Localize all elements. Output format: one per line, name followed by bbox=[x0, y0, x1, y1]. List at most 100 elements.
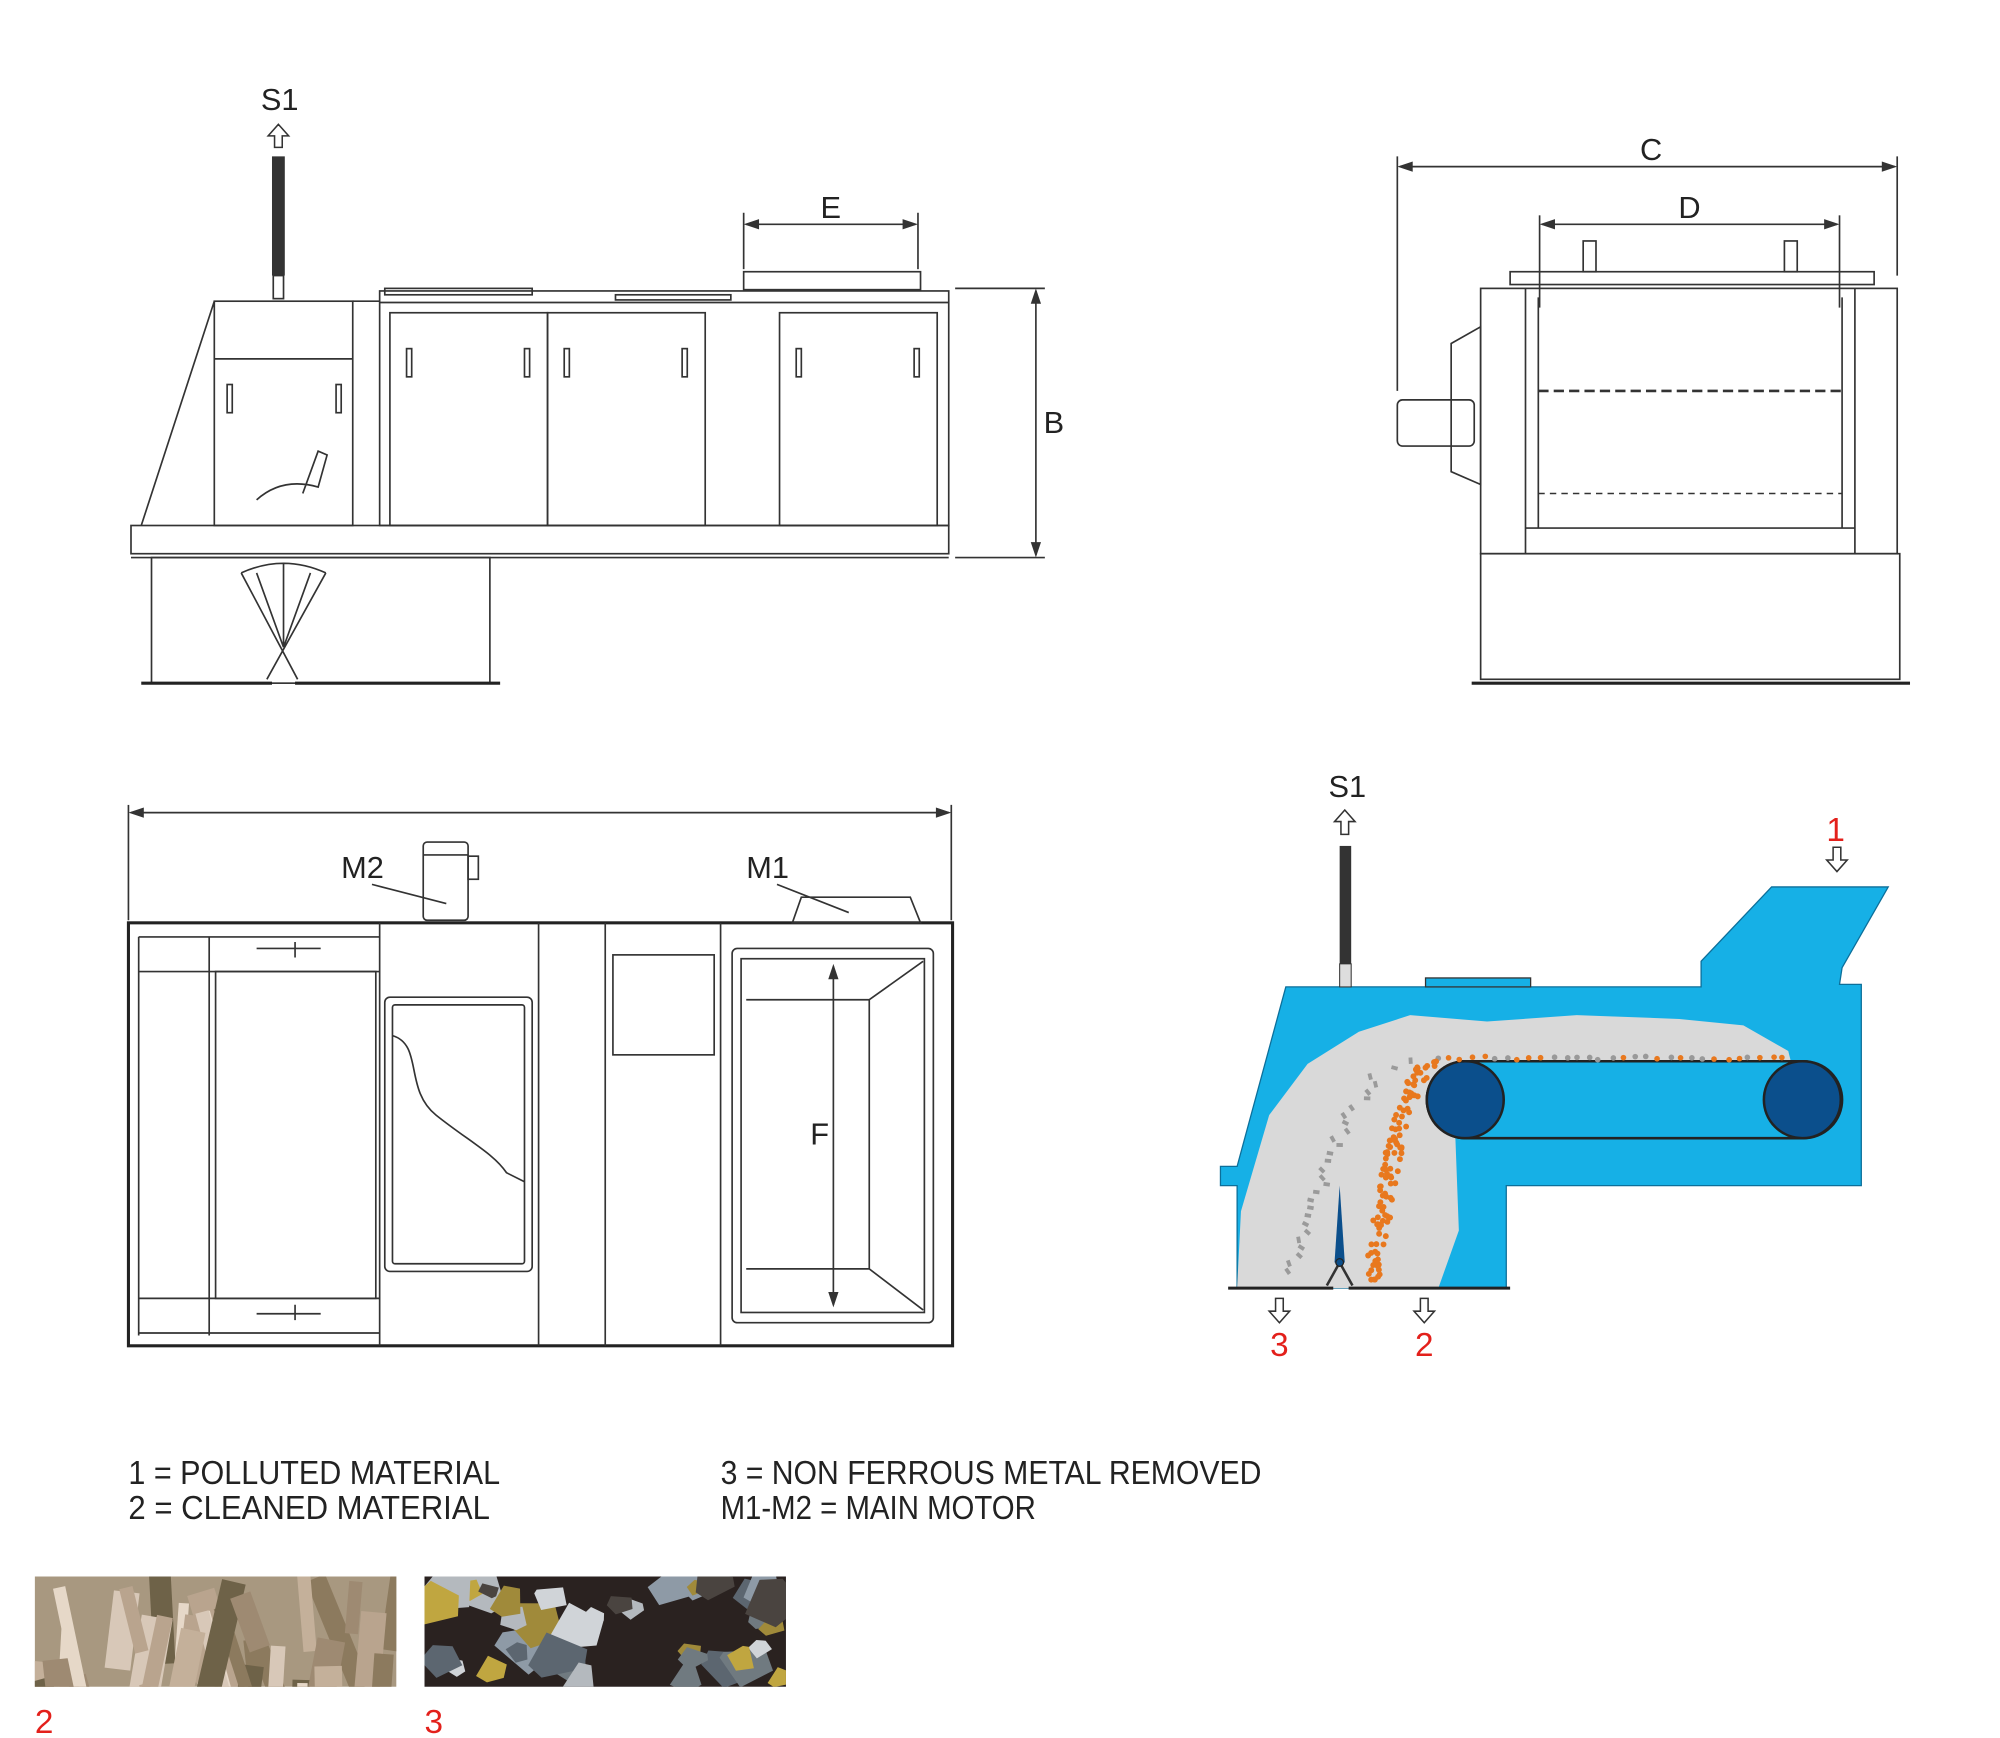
particle bbox=[1491, 1055, 1498, 1062]
metal-particle bbox=[1336, 1143, 1343, 1147]
door-handles bbox=[226, 347, 921, 414]
ferrous-particle bbox=[1385, 1143, 1392, 1149]
metal-particle bbox=[1286, 1259, 1292, 1268]
ferrous-particle bbox=[1396, 1125, 1403, 1132]
particle bbox=[1505, 1055, 1511, 1061]
particle bbox=[1513, 1056, 1520, 1063]
wood-chip bbox=[168, 1627, 206, 1687]
wood-chip bbox=[119, 1585, 149, 1654]
ferrous-particle bbox=[1370, 1217, 1377, 1224]
motor-m2-label: M2 bbox=[341, 850, 384, 885]
legend: 1 = POLLUTED MATERIAL 2 = CLEANED MATERI… bbox=[128, 1455, 1261, 1527]
metal-piece bbox=[748, 1639, 772, 1659]
metal-particle bbox=[1343, 1127, 1351, 1135]
ferrous-particle bbox=[1368, 1241, 1375, 1248]
particle bbox=[1482, 1053, 1489, 1060]
metal-particle bbox=[1329, 1135, 1336, 1143]
ferrous-particle bbox=[1404, 1105, 1411, 1112]
metal-piece bbox=[489, 1585, 521, 1617]
metal-particle bbox=[1341, 1119, 1350, 1126]
ferrous-particle bbox=[1372, 1248, 1379, 1255]
wood-chip bbox=[288, 1679, 310, 1687]
ferrous-particle bbox=[1383, 1193, 1390, 1200]
dimension-f: F bbox=[810, 963, 839, 1308]
door bbox=[778, 311, 939, 527]
metal-piece bbox=[534, 1587, 567, 1610]
ferrous-particle bbox=[1407, 1092, 1414, 1099]
ferrous-particle bbox=[1387, 1214, 1394, 1221]
ferrous-particle bbox=[1393, 1112, 1400, 1118]
ferrous-particle bbox=[1391, 1149, 1398, 1156]
motor-m1 bbox=[791, 896, 922, 924]
particle bbox=[1677, 1054, 1684, 1061]
metal-piece bbox=[727, 1645, 754, 1671]
dimension-e: E bbox=[742, 190, 919, 270]
metal-particle bbox=[1301, 1220, 1310, 1228]
particle bbox=[1642, 1053, 1649, 1060]
wood-chip bbox=[193, 1579, 246, 1687]
ferrous-particle bbox=[1394, 1168, 1401, 1175]
motor bbox=[1396, 399, 1476, 447]
dimension-b: B bbox=[955, 287, 1064, 559]
svg-text:C: C bbox=[1640, 132, 1662, 167]
metal-particle bbox=[1363, 1096, 1371, 1101]
inlet-label: 1 bbox=[1826, 812, 1845, 849]
metal-particle bbox=[1364, 1088, 1372, 1096]
wood-chip bbox=[395, 1683, 397, 1687]
particle bbox=[1456, 1056, 1463, 1063]
motor-cover bbox=[1450, 325, 1482, 486]
dimension-c: C bbox=[1396, 132, 1899, 391]
wood-chip bbox=[344, 1580, 363, 1635]
metal-particle bbox=[1323, 1181, 1331, 1187]
wood-chip bbox=[379, 1576, 397, 1652]
metal-piece bbox=[424, 1580, 459, 1625]
ferrous-particle bbox=[1384, 1149, 1391, 1156]
ferrous-particle bbox=[1392, 1180, 1399, 1187]
metal-piece bbox=[580, 1607, 605, 1626]
dimension-overall-length bbox=[127, 804, 953, 921]
svg-text:F: F bbox=[810, 1117, 829, 1152]
ferrous-particle bbox=[1376, 1203, 1382, 1210]
main-cabinet bbox=[378, 290, 950, 527]
outlet-clean-label: 2 bbox=[1415, 1327, 1434, 1364]
stack-label: S1 bbox=[1329, 769, 1367, 804]
ferrous-particle bbox=[1370, 1262, 1377, 1269]
metal-particle bbox=[1296, 1236, 1302, 1244]
housing bbox=[1479, 287, 1899, 555]
particle bbox=[1771, 1054, 1777, 1060]
stack-label: S1 bbox=[261, 82, 299, 117]
particle bbox=[1744, 1054, 1751, 1061]
metal-particle bbox=[1340, 1111, 1348, 1120]
ferrous-particle bbox=[1387, 1180, 1394, 1187]
ferrous-particle bbox=[1398, 1144, 1405, 1151]
svg-text:E: E bbox=[821, 190, 842, 225]
particle bbox=[1757, 1054, 1763, 1061]
ferrous-particle bbox=[1403, 1123, 1410, 1130]
wood-chip bbox=[53, 1586, 87, 1687]
ferrous-particle bbox=[1375, 1273, 1382, 1280]
motor-m1-label: M1 bbox=[746, 850, 789, 885]
inspection-window bbox=[383, 996, 534, 1273]
wood-chip bbox=[296, 1576, 317, 1652]
metal-particle bbox=[1318, 1166, 1326, 1174]
metal-piece bbox=[528, 1632, 588, 1678]
ferrous-particle bbox=[1378, 1171, 1385, 1178]
ferrous-particle bbox=[1382, 1233, 1389, 1240]
particle bbox=[1564, 1055, 1571, 1061]
particles bbox=[1284, 1053, 1785, 1283]
ferrous-particle bbox=[1374, 1214, 1381, 1221]
metal-piece bbox=[677, 1647, 709, 1671]
metal-piece bbox=[606, 1596, 633, 1615]
ferrous-particle bbox=[1431, 1059, 1437, 1066]
metal-piece bbox=[478, 1583, 499, 1599]
metal-particle bbox=[1304, 1213, 1312, 1218]
particle bbox=[1610, 1055, 1617, 1061]
metal-particle bbox=[1408, 1057, 1413, 1065]
separation-schematic: S1 1 3 2 bbox=[1219, 769, 1890, 1364]
frame-outline bbox=[126, 921, 955, 1348]
metal-particle bbox=[1367, 1072, 1373, 1081]
photo-cleaned-material bbox=[34, 1576, 397, 1687]
ferrous-particle bbox=[1405, 1080, 1412, 1087]
metal-piece bbox=[669, 1662, 702, 1687]
